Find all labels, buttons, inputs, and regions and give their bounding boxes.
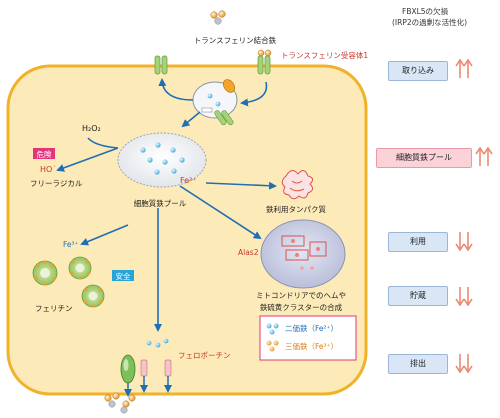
transferrin-receptor-left-icon — [154, 55, 168, 75]
iron-protein-icon — [281, 170, 314, 200]
exported-iron-icon — [104, 392, 136, 414]
free-radical-label: フリーラジカル — [30, 179, 83, 188]
side-box-storage: 貯蔵 — [388, 286, 448, 306]
safe-text: 安全 — [116, 271, 131, 281]
side-panel-subtitle: (IRP2の過剰な活性化) — [392, 18, 468, 27]
transferrin-iron-label: トランスフェリン結合鉄 — [194, 35, 277, 45]
pool-ferrous-iron — [140, 142, 185, 175]
alas2-label: Alas2 — [238, 248, 259, 257]
side-box-uptake: 取り込み — [388, 61, 448, 81]
side-arrow-pool — [475, 146, 493, 166]
side-arrow-utilization — [455, 232, 473, 252]
labile-iron-pool — [117, 132, 207, 188]
endosome-icon — [192, 79, 238, 126]
legend-ferrous-icon — [266, 323, 279, 335]
side-panel-title: FBXL5の欠損 — [402, 7, 449, 16]
ferroportin-label: フェロポーチン — [178, 351, 231, 360]
danger-badge — [33, 148, 55, 159]
mito-line1: ミトコンドリアでのヘムや — [256, 291, 346, 300]
side-arrow-export — [455, 354, 473, 374]
side-box-pool: 細胞質鉄プール — [376, 148, 472, 168]
ferroportin-icon — [120, 354, 172, 397]
cell-membrane — [6, 64, 368, 396]
ho-radical-label: HO˙ — [40, 165, 56, 174]
legend-ferric-label: 三価鉄（Fe³⁺） — [285, 341, 338, 351]
fe3-label: Fe³⁺ — [63, 240, 79, 249]
mito-arrow — [179, 185, 262, 240]
ferritin-icon — [32, 256, 105, 308]
fenton-arrow — [58, 137, 119, 170]
h2o2-label: H₂O₂ — [82, 124, 101, 133]
transferrin-receptor-right-icon — [257, 49, 272, 75]
endosome-to-pool-arrow — [181, 111, 201, 128]
legend-box — [259, 315, 357, 361]
mito-line2: 鉄硫黄クラスターの合成 — [260, 302, 343, 312]
transferrin-receptor-label: トランスフェリン受容体1 — [281, 50, 368, 60]
side-box-utilization: 利用 — [388, 232, 448, 252]
protein-arrow — [205, 181, 277, 190]
legend-ferric-icon — [266, 340, 279, 352]
danger-text: 危険 — [37, 149, 52, 159]
export-ferrous-iron — [146, 338, 169, 348]
heme-cluster-icon — [281, 235, 327, 270]
uptake-arrow-right — [240, 81, 268, 107]
ferritin-label: フェリチン — [35, 304, 73, 313]
iron-protein-label: 鉄利用タンパク質 — [266, 204, 326, 214]
storage-arrow — [80, 224, 129, 246]
safe-badge — [112, 270, 134, 281]
side-arrow-uptake — [455, 58, 473, 78]
labile-pool-label: 細胞質鉄プール — [134, 198, 187, 208]
pool-fe2-label: Fe²⁺ — [180, 176, 197, 185]
side-box-export: 排出 — [388, 354, 448, 374]
legend-ferrous-label: 二価鉄（Fe²⁺） — [285, 323, 338, 333]
recycle-arrow-left — [158, 78, 194, 101]
transferrin-iron-icon — [210, 10, 226, 25]
mitochondrion — [260, 219, 346, 289]
side-arrow-storage — [455, 287, 473, 307]
